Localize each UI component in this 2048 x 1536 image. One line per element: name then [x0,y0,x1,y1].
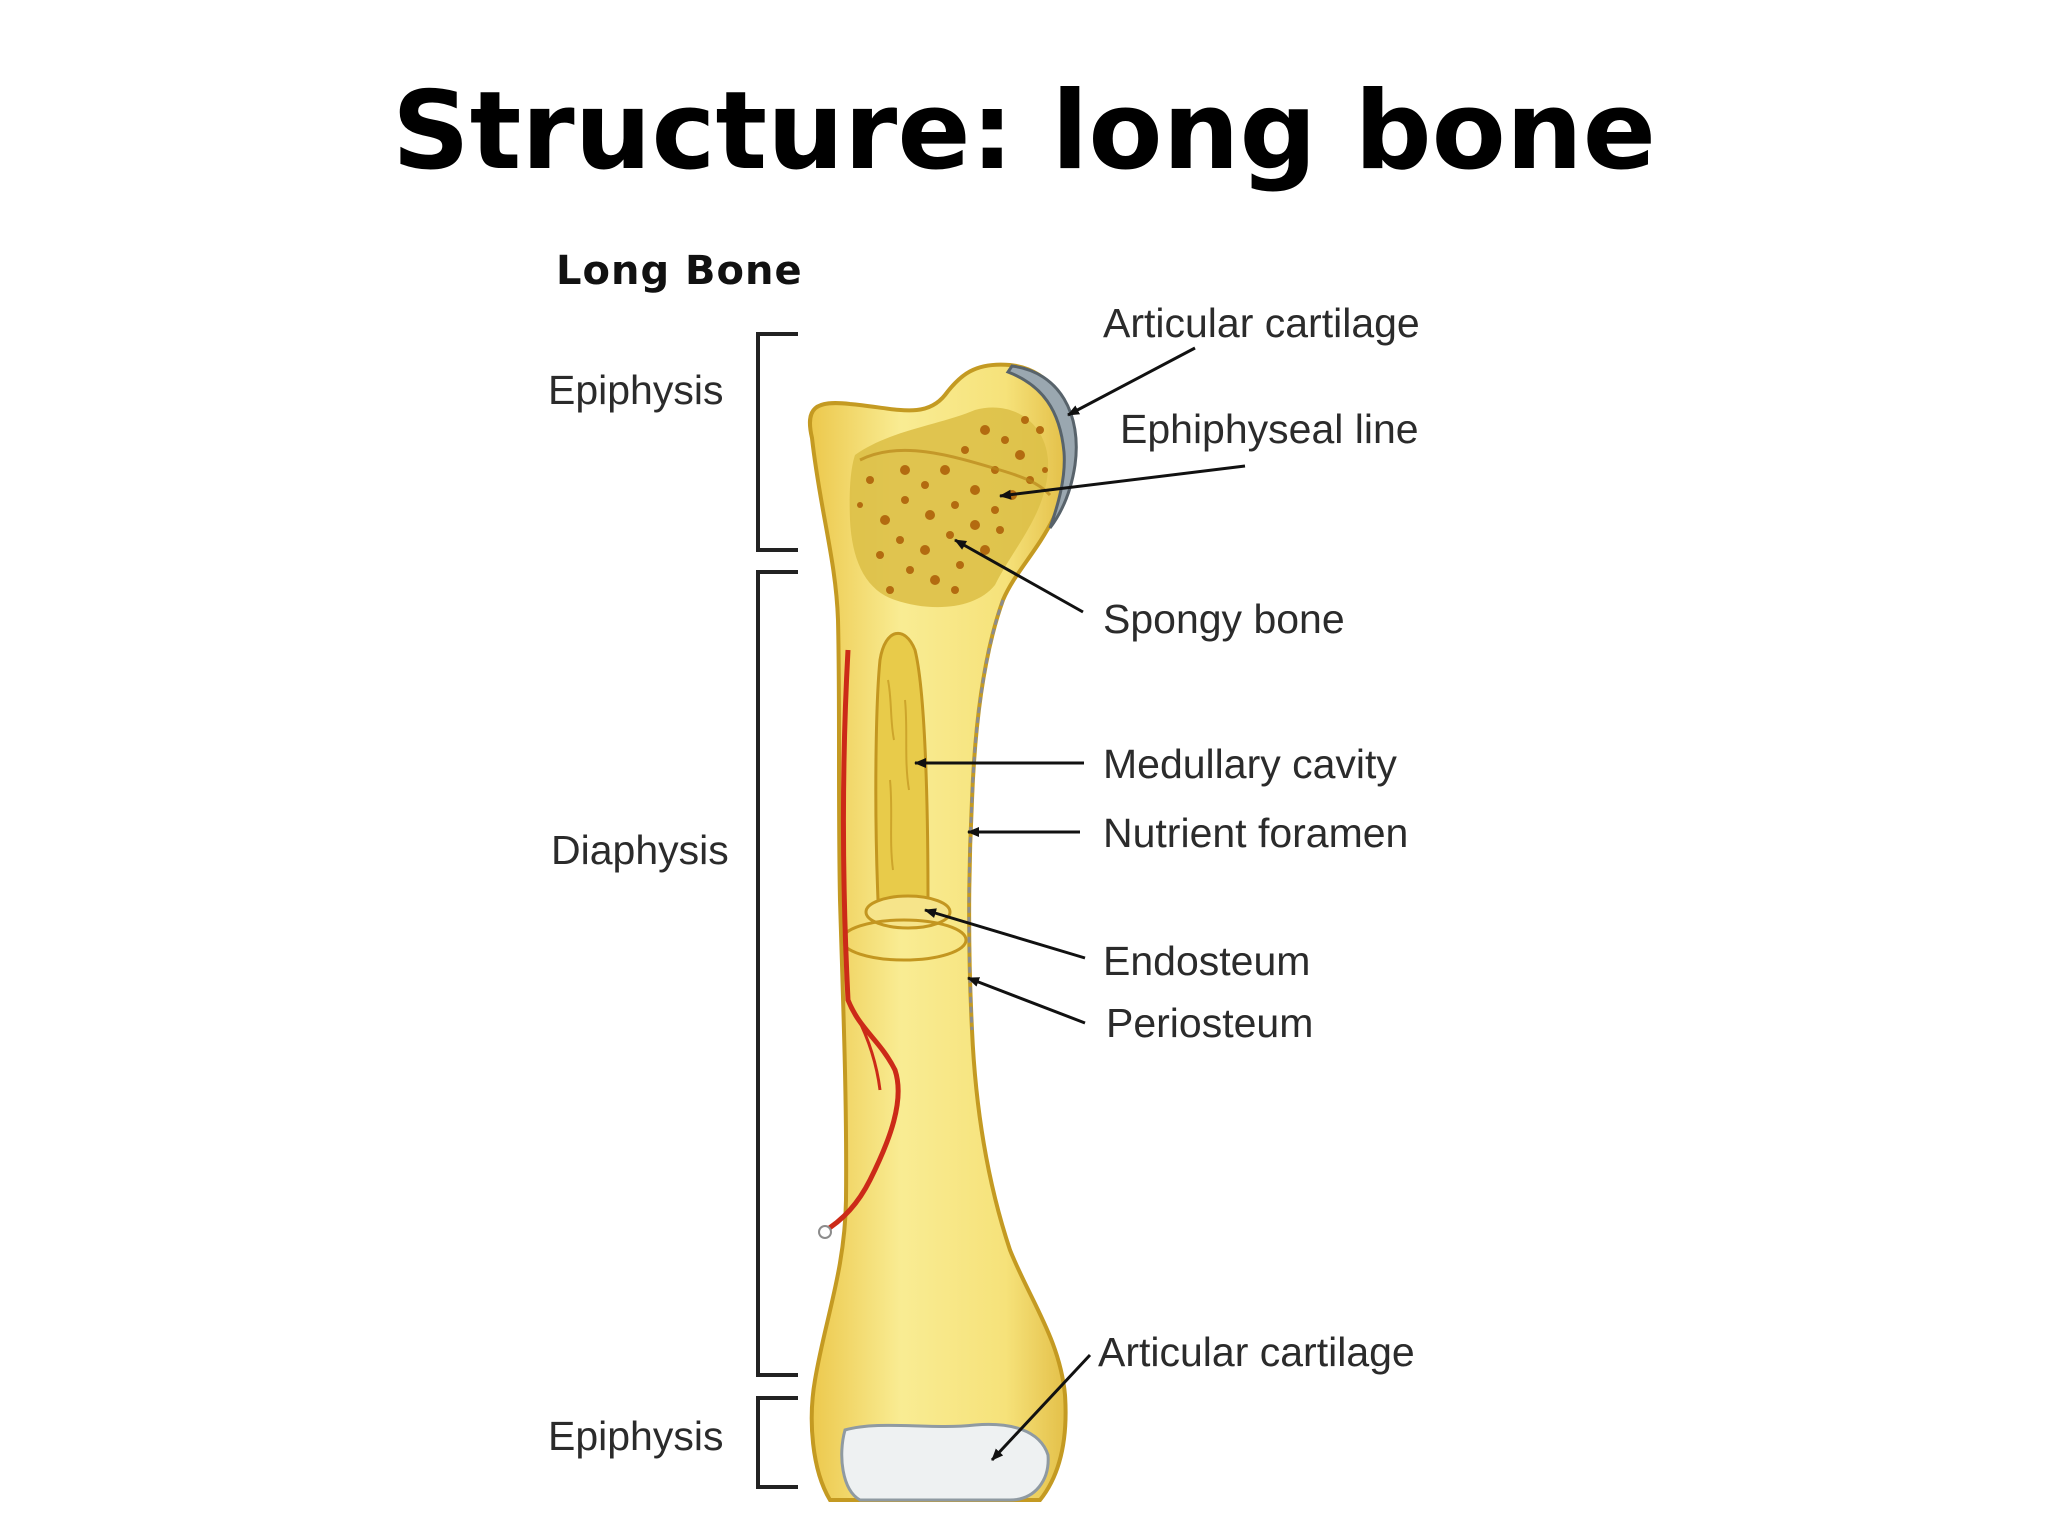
medullary-cavity-shape [876,633,928,900]
epiphysis-top-label: Epiphysis [548,367,723,413]
epiphysis-bottom-label: Epiphysis [548,1413,723,1459]
figure-heading: Long Bone [556,248,803,294]
diaphysis-label: Diaphysis [551,827,729,873]
bone-illustration [810,365,1076,1500]
epiphysis-bottom-bracket [758,1398,798,1487]
epiphysis-top-bracket [758,334,798,550]
label-medullary-cavity: Medullary cavity [1103,741,1397,787]
label-nutrient-foramen: Nutrient foramen [1103,810,1408,856]
region-brackets [758,334,798,1487]
label-articular-cartilage-bottom: Articular cartilage [1098,1329,1415,1375]
articular-cartilage-bottom-shape [842,1424,1048,1500]
label-articular-cartilage-top: Articular cartilage [1103,300,1420,346]
label-periosteum: Periosteum [1106,1000,1313,1046]
leader-periosteum [968,978,1085,1023]
label-epiphyseal-line: Ephiphyseal line [1120,406,1419,452]
diaphysis-bracket [758,572,798,1375]
label-spongy-bone: Spongy bone [1103,596,1345,642]
label-endosteum: Endosteum [1103,938,1310,984]
nutrient-foramen-dot [819,1226,831,1238]
leader-articular-cartilage-top [1068,348,1195,415]
